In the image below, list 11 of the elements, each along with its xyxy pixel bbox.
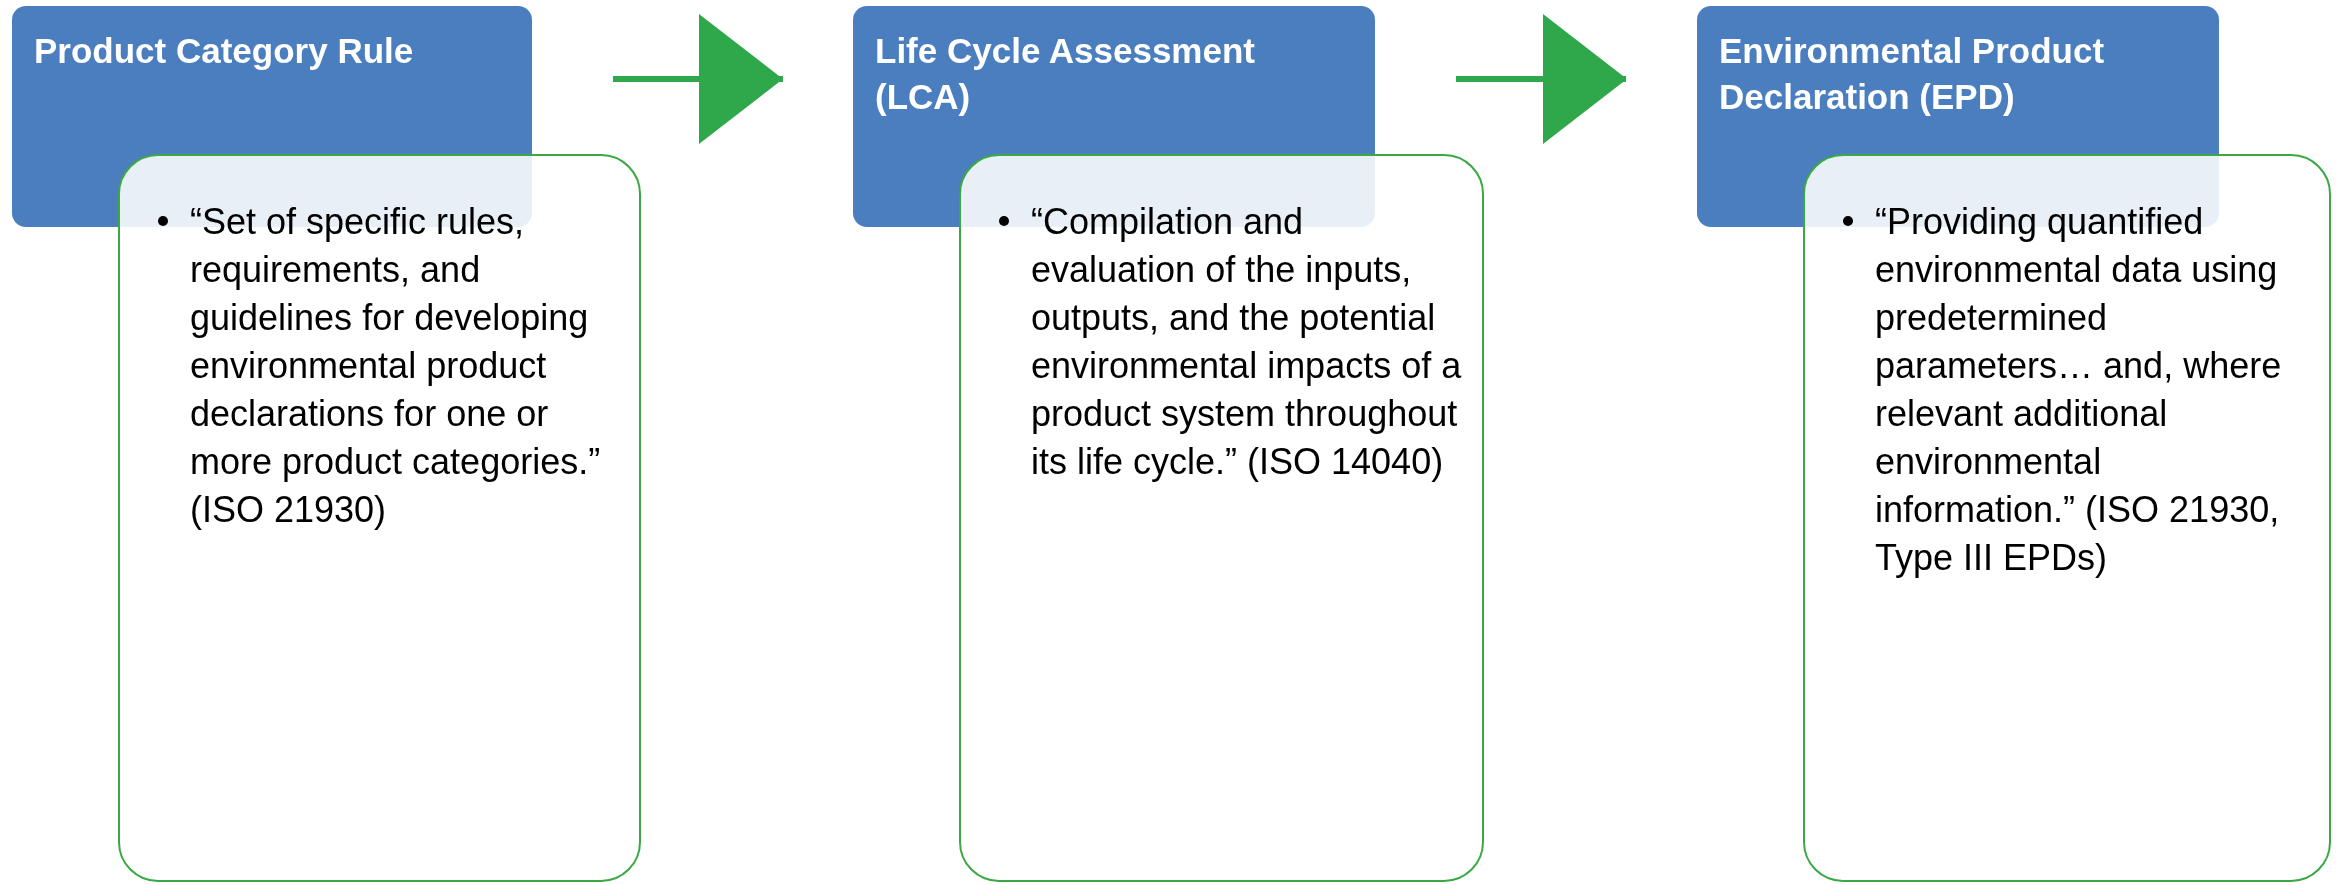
definition-text: “Compilation and evaluation of the inputs, outputs, and the potential environmental impacts of a product system throughout its life cycle.” (ISO 14040) — [1031, 200, 1462, 484]
definition-box — [1803, 154, 2331, 882]
block-arrow — [1456, 14, 1626, 144]
definition-text: “Set of specific rules, requirements, and guidelines for developing environmental product declarations for one or more product categories.” (ISO 21930) — [190, 200, 602, 532]
definition-box — [959, 154, 1484, 882]
definition-box — [118, 154, 641, 882]
block-arrow — [613, 14, 783, 144]
header-title: Product Category Rule — [34, 30, 415, 72]
header-title: Environmental Product Declaration (EPD) — [1719, 30, 2106, 118]
definition-text: “Providing quantified environmental data using predetermined parameters… and, where relevant additional environmental information.” (ISO 21930, Type III EPDs) — [1875, 200, 2283, 580]
header-title: Life Cycle Assessment (LCA) — [875, 30, 1256, 118]
